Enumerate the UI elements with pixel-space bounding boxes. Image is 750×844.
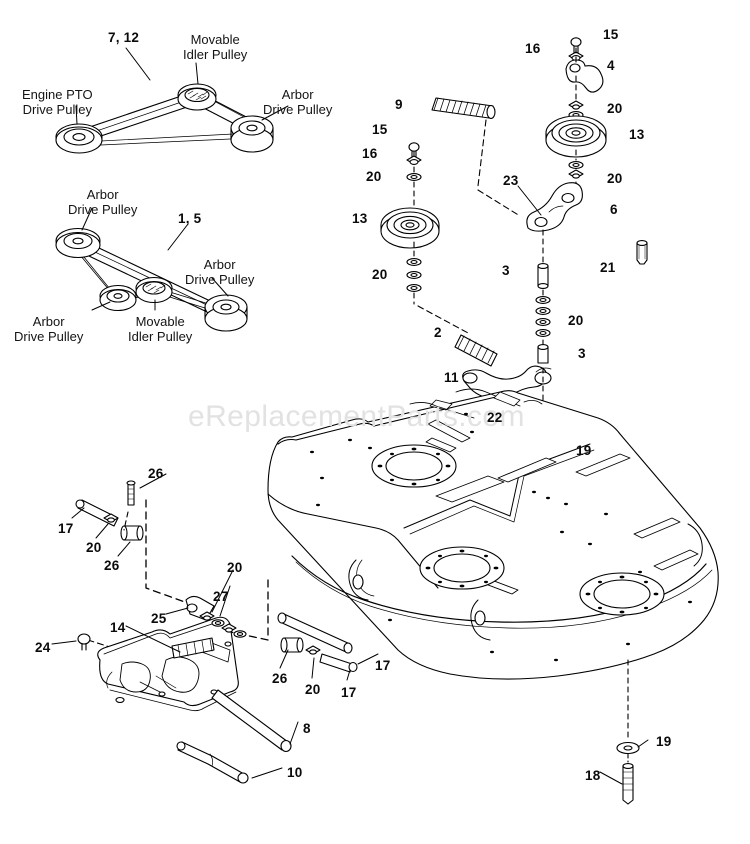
label-line-1: Arbor bbox=[86, 187, 119, 202]
callout-18: 18 bbox=[585, 768, 601, 783]
label-line-1: Arbor bbox=[203, 257, 236, 272]
label-line-2: Drive Pulley bbox=[14, 328, 84, 344]
lower-left-bracket-assembly bbox=[51, 473, 379, 784]
pulley-label-arbor-upper-right: Arbor Drive Pulley bbox=[263, 87, 333, 117]
label-line-1: Arbor bbox=[32, 314, 65, 329]
pulley-label-arbor-lower-left: Arbor Drive Pulley bbox=[14, 314, 84, 344]
callout-17: 17 bbox=[341, 685, 357, 700]
lower-right-fastener bbox=[599, 659, 649, 805]
pulley-label-arbor-lower-right: Arbor Drive Pulley bbox=[185, 257, 255, 287]
label-line-2: Drive Pulley bbox=[68, 201, 138, 217]
spindle-hole bbox=[579, 572, 665, 616]
upper-belt-routing bbox=[55, 47, 289, 154]
label-line-2: Drive Pulley bbox=[22, 101, 92, 117]
callout-19: 19 bbox=[576, 443, 592, 458]
upper-right-pulley-stack bbox=[477, 37, 648, 265]
label-line-1: Movable bbox=[190, 32, 240, 47]
callout-2: 2 bbox=[434, 325, 442, 340]
label-line-2: Drive Pulley bbox=[185, 271, 255, 287]
left-center-pulley-stack bbox=[380, 97, 496, 335]
callout-7-12: 7, 12 bbox=[108, 30, 140, 45]
callout-16: 16 bbox=[362, 146, 378, 161]
callout-20: 20 bbox=[366, 169, 382, 184]
callout-10: 10 bbox=[287, 765, 303, 780]
callout-15: 15 bbox=[372, 122, 388, 137]
callout-26: 26 bbox=[148, 466, 164, 481]
callout-11: 11 bbox=[444, 370, 459, 385]
callout-25: 25 bbox=[151, 611, 167, 626]
label-line-2: Idler Pulley bbox=[128, 328, 193, 344]
callout-20: 20 bbox=[607, 171, 623, 186]
callout-27: 27 bbox=[213, 589, 229, 604]
label-line-2: Idler Pulley bbox=[183, 46, 248, 62]
callout-8: 8 bbox=[303, 721, 311, 736]
pulley-label-movable-idler-lower: Movable Idler Pulley bbox=[128, 314, 193, 344]
pulley-label-movable-idler-upper: Movable Idler Pulley bbox=[183, 32, 248, 62]
callout-21: 21 bbox=[600, 260, 616, 275]
callout-6: 6 bbox=[610, 202, 618, 217]
callout-20: 20 bbox=[372, 267, 388, 282]
callout-16: 16 bbox=[525, 41, 541, 56]
callout-1-5: 1, 5 bbox=[178, 211, 202, 226]
callout-20: 20 bbox=[607, 101, 623, 116]
callout-15: 15 bbox=[603, 27, 619, 42]
label-line-1: Engine PTO bbox=[22, 87, 93, 102]
callout-4: 4 bbox=[607, 58, 615, 73]
pulley-label-arbor-lower-top: Arbor Drive Pulley bbox=[68, 187, 138, 217]
lower-belt-routing bbox=[55, 207, 248, 332]
callout-20: 20 bbox=[227, 560, 243, 575]
callout-13: 13 bbox=[352, 211, 368, 226]
callout-9: 9 bbox=[395, 97, 403, 112]
callout-14: 14 bbox=[110, 620, 126, 635]
spindle-hole bbox=[419, 546, 505, 590]
callout-22: 22 bbox=[487, 410, 503, 425]
callout-20: 20 bbox=[86, 540, 102, 555]
mower-deck-housing bbox=[267, 388, 719, 680]
callout-19: 19 bbox=[656, 734, 672, 749]
callout-20: 20 bbox=[568, 313, 584, 328]
label-line-1: Movable bbox=[135, 314, 185, 329]
callout-3: 3 bbox=[578, 346, 586, 361]
callout-23: 23 bbox=[503, 173, 519, 188]
callout-20: 20 bbox=[305, 682, 321, 697]
callout-26: 26 bbox=[104, 558, 120, 573]
label-line-1: Arbor bbox=[281, 87, 314, 102]
callout-13: 13 bbox=[629, 127, 645, 142]
callout-26: 26 bbox=[272, 671, 288, 686]
callout-17: 17 bbox=[375, 658, 391, 673]
callout-17: 17 bbox=[58, 521, 74, 536]
pulley-label-engine-pto: Engine PTO Drive Pulley bbox=[22, 87, 93, 117]
label-line-2: Drive Pulley bbox=[263, 101, 333, 117]
callout-3: 3 bbox=[502, 263, 510, 278]
callout-24: 24 bbox=[35, 640, 51, 655]
spindle-hole bbox=[371, 444, 457, 488]
